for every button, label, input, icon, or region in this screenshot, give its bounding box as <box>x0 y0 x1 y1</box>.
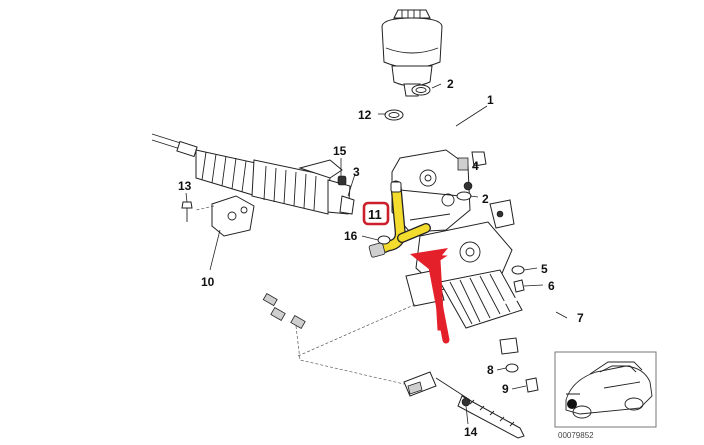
callout-3: 3 <box>353 165 360 179</box>
hollow-bolt <box>511 265 525 293</box>
callout-11: 11 <box>368 207 382 222</box>
callout-7: 7 <box>577 311 584 325</box>
guide-line <box>297 303 417 357</box>
highlighted-pressure-hose <box>368 180 431 258</box>
callout-16: 16 <box>344 229 358 243</box>
guide-line <box>295 325 405 385</box>
fluid-reservoir <box>381 9 443 97</box>
callout-8: 8 <box>487 363 494 377</box>
cable-tie <box>457 395 525 439</box>
location-marker-icon <box>567 399 577 409</box>
callout-4: 4 <box>472 159 479 173</box>
callout-5: 5 <box>541 262 548 276</box>
leader-lines <box>185 83 568 425</box>
washer <box>377 235 391 245</box>
return-hose <box>426 94 516 210</box>
callout-1: 1 <box>487 93 494 107</box>
guide-line <box>195 205 215 211</box>
callout-10: 10 <box>201 275 215 289</box>
steering-gear-housing <box>405 199 523 329</box>
vehicle-location-inset <box>554 351 657 428</box>
cooling-line <box>31 132 382 330</box>
banjo-fitting <box>456 151 487 201</box>
callout-11-highlight: 11 <box>362 201 390 226</box>
hose-end <box>403 371 471 401</box>
seal-washer <box>505 363 539 393</box>
callout-9: 9 <box>502 382 509 396</box>
bolt <box>181 201 193 222</box>
reference-number: 00079852 <box>558 431 594 440</box>
callout-13: 13 <box>178 179 192 193</box>
callout-2: 2 <box>482 192 489 206</box>
callout-6: 6 <box>548 279 555 293</box>
mounting-bracket <box>211 195 255 237</box>
hose-clamp <box>384 109 404 121</box>
callout-14: 14 <box>464 425 478 439</box>
hose-clamp <box>411 84 431 96</box>
callout-15: 15 <box>333 144 347 158</box>
valve-body <box>391 149 473 233</box>
indicator-arrow <box>410 248 450 344</box>
callout-12: 12 <box>358 108 372 122</box>
callout-2: 2 <box>447 77 454 91</box>
pressure-line <box>434 295 562 378</box>
fitting <box>337 175 355 215</box>
